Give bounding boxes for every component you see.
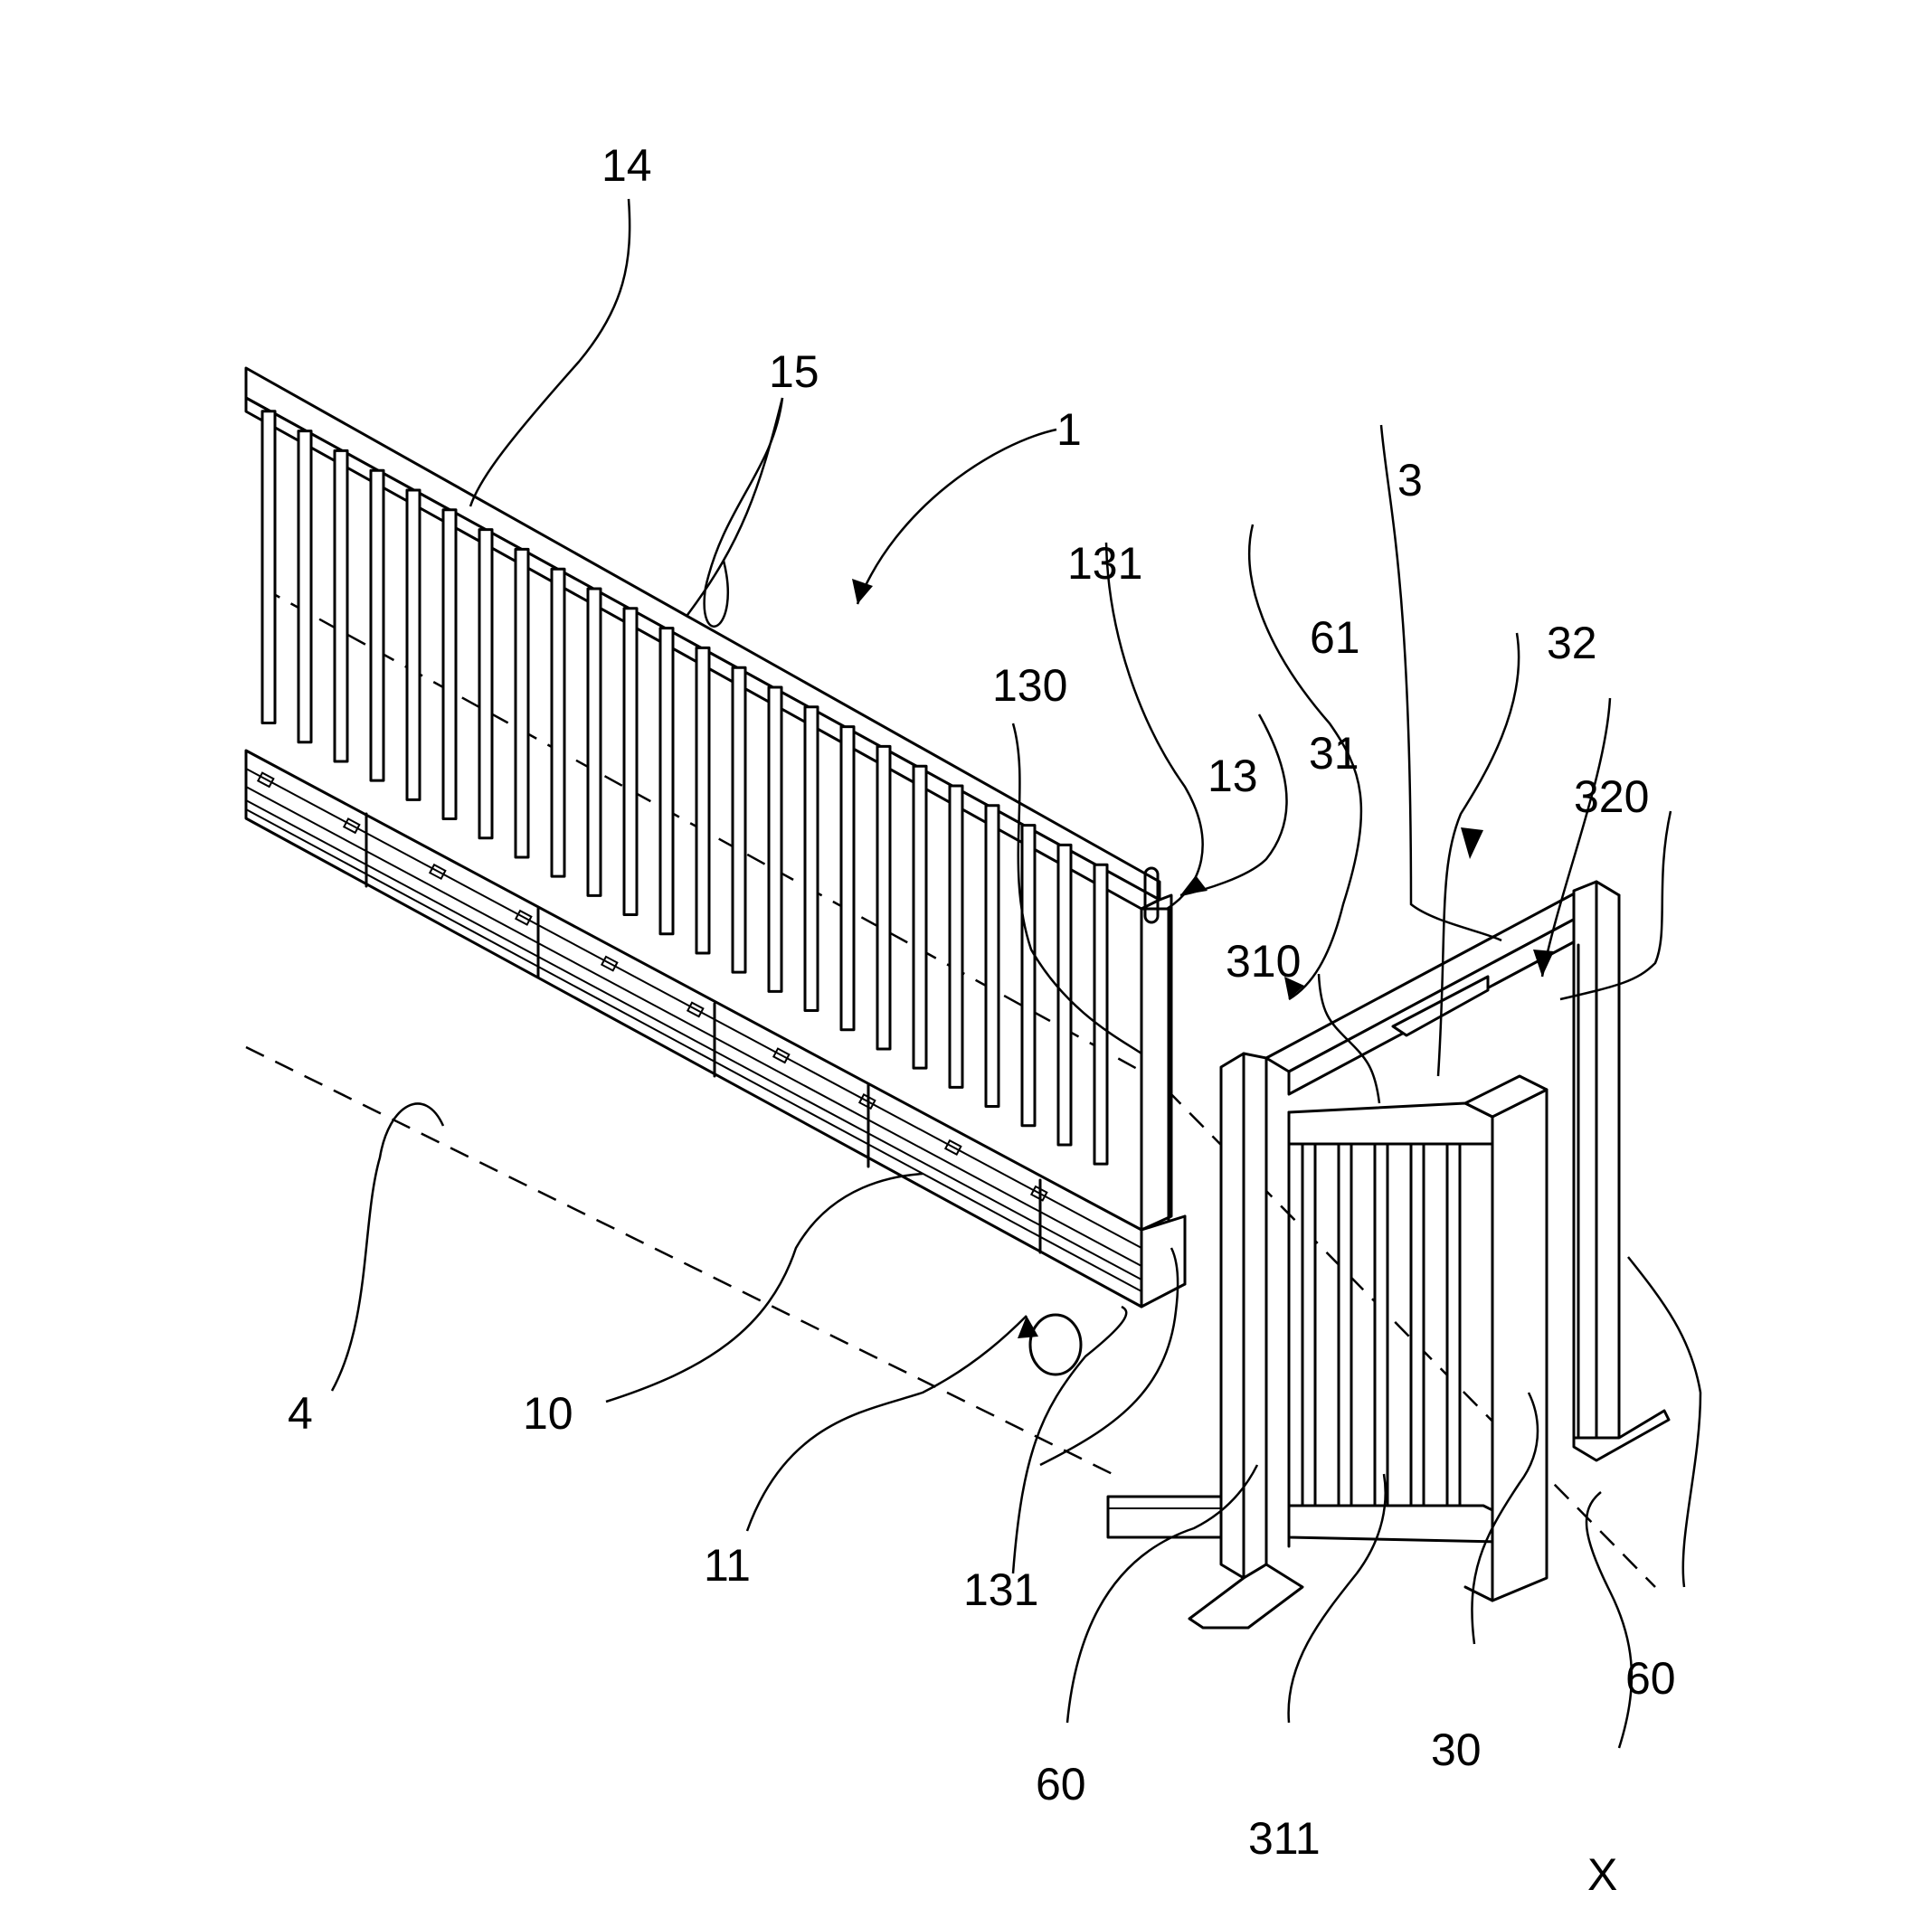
gate-bar: [586, 587, 602, 897]
foot-bar: [1106, 1495, 1223, 1539]
gate-bar: [260, 410, 277, 725]
gate-end-post: [1140, 866, 1173, 1232]
end-element-131-slot: [1143, 866, 1160, 924]
reference-labels: 14 15 1 3 131 130 61 32 13 31 320 310 4 …: [288, 140, 1676, 1900]
inner-frame-bottom: [1287, 1504, 1503, 1544]
beam-fastener: [772, 1047, 791, 1064]
frame-body: [1491, 1088, 1548, 1602]
label-inner-frame-bottom: 311: [1248, 1813, 1321, 1864]
sliding-gate: [244, 366, 1187, 1376]
right-post: [1572, 880, 1671, 1462]
label-frame-body: 30: [1431, 1724, 1482, 1775]
gate-bar: [333, 449, 349, 763]
gate-bar: [514, 547, 530, 859]
label-receiving-frame: 3: [1397, 455, 1423, 505]
label-axis: X: [1587, 1849, 1617, 1900]
gate-bar: [1093, 863, 1109, 1166]
gate-bars: [260, 410, 1109, 1166]
label-ground: 4: [288, 1388, 313, 1439]
label-gate-end: 13: [1208, 751, 1258, 801]
inner-frame-bar: [1409, 1142, 1425, 1507]
label-receiver: 32: [1547, 618, 1597, 668]
label-inner-frame-top: 310: [1226, 936, 1301, 987]
left-post: [1188, 1052, 1304, 1630]
gate-bar: [767, 685, 783, 993]
inner-frame-bar: [1373, 1142, 1389, 1507]
gate-bar: [839, 725, 856, 1032]
leader-lines: [330, 198, 1702, 1749]
gate-bar: [912, 764, 928, 1070]
label-post-right: 60: [1625, 1653, 1676, 1704]
gate-bar: [876, 744, 892, 1051]
beam-fasteners: [256, 771, 1048, 1202]
gate-bar: [658, 627, 675, 936]
arrow-receiver: [1533, 950, 1554, 977]
inner-frame-bar: [1445, 1142, 1462, 1507]
roller: [1028, 1313, 1083, 1376]
arrow-receiving-frame: [1461, 827, 1483, 859]
label-receiver-part: 320: [1574, 771, 1649, 822]
arrowheads: [852, 579, 1554, 1338]
label-end-profile: 130: [992, 660, 1067, 711]
beam-fastener: [1029, 1185, 1048, 1202]
label-inner-frame: 31: [1309, 728, 1359, 779]
beam-fastener: [857, 1093, 876, 1110]
arrow-gate-end: [1180, 875, 1208, 895]
arrow-gate: [852, 579, 873, 604]
gate-bar: [984, 804, 1000, 1109]
beam-fastener: [600, 955, 619, 972]
beam-fastener: [686, 1001, 705, 1018]
inner-frame-bars: [1301, 1142, 1462, 1507]
label-gate: 1: [1056, 404, 1082, 455]
label-post-left: 60: [1036, 1759, 1086, 1809]
gate-bar: [369, 468, 385, 782]
gate-bar: [695, 646, 711, 955]
gate-bar: [478, 528, 494, 840]
label-top-rail: 14: [601, 140, 652, 191]
beam-fastener: [943, 1139, 962, 1156]
inner-frame-bar: [1337, 1142, 1353, 1507]
inner-frame-bar: [1301, 1142, 1317, 1507]
beam-fastener: [256, 771, 275, 789]
beam-fastener: [342, 817, 361, 835]
gate-bar: [441, 508, 458, 821]
beam-fastener: [428, 863, 447, 881]
gate-bar: [297, 430, 313, 744]
gate-bar: [405, 488, 421, 801]
gate-bar: [803, 705, 819, 1013]
label-bars: 15: [769, 346, 819, 397]
gate-bar: [550, 567, 566, 878]
gate-bar: [622, 607, 639, 917]
beam-fastener: [514, 909, 533, 926]
gate-bar: [1020, 824, 1037, 1128]
gate-bar: [948, 784, 964, 1089]
arrow-inner-frame: [1284, 977, 1304, 999]
label-base-beam: 10: [523, 1388, 573, 1439]
label-roller: 11: [704, 1540, 751, 1591]
arrow-roller: [1018, 1316, 1038, 1338]
label-end-element-bottom: 131: [963, 1564, 1038, 1615]
receiving-frame: [1106, 880, 1671, 1630]
label-crossbar: 61: [1310, 612, 1360, 663]
base-beam: [244, 749, 1187, 1309]
label-end-element-top: 131: [1067, 538, 1142, 589]
gate-bar: [731, 666, 747, 974]
inner-frame: [1287, 1101, 1503, 1548]
